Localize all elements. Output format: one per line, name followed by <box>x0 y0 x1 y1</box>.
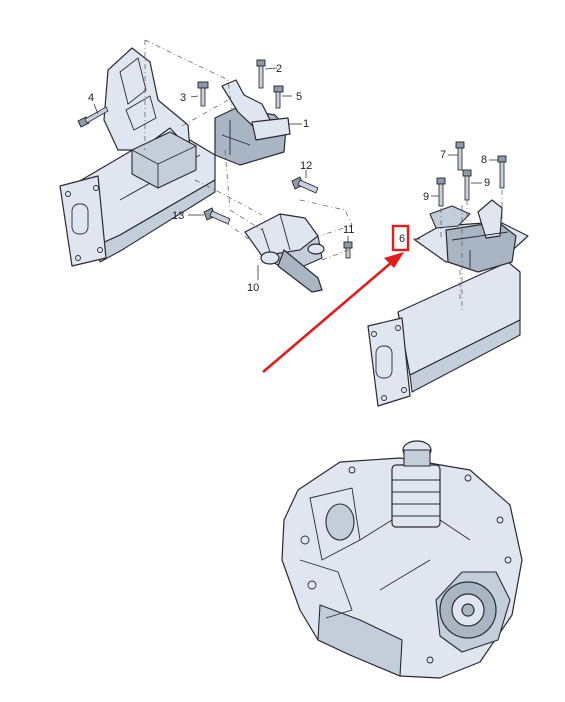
highlight-arrow-head <box>384 252 404 268</box>
engine-mount-assembly <box>214 79 291 166</box>
callout-11: 11 <box>343 224 354 236</box>
bolt-9-right <box>462 169 472 201</box>
right-side-member <box>367 261 521 407</box>
bolt-4 <box>77 106 109 128</box>
leader-lines <box>93 67 498 280</box>
callout-12: 12 <box>300 160 312 172</box>
bolt-13 <box>203 207 231 225</box>
callout-9-left: 9 <box>423 191 429 203</box>
callout-10: 10 <box>247 282 259 294</box>
bolt-11 <box>343 241 353 259</box>
callout-4: 4 <box>88 92 94 104</box>
callout-8: 8 <box>481 154 487 166</box>
callout-9-right: 9 <box>484 177 490 189</box>
bolt-3 <box>197 81 209 107</box>
assembly-guide-lines <box>144 39 503 312</box>
bolt-8 <box>497 155 507 189</box>
callout-6: 6 <box>399 233 405 245</box>
gearbox <box>281 440 523 679</box>
gearbox-mount <box>414 199 529 273</box>
pendulum-support <box>244 213 325 293</box>
bolt-2 <box>256 59 266 89</box>
callout-5: 5 <box>296 91 302 103</box>
highlight-box <box>391 224 410 252</box>
bolt-7 <box>455 141 465 171</box>
callout-1: 1 <box>303 118 309 130</box>
callout-labels: 1 2 3 4 5 6 7 8 9 9 10 11 12 13 <box>88 63 490 294</box>
callout-13: 13 <box>172 210 184 222</box>
left-side-member <box>59 47 216 267</box>
bolt-9-left <box>436 177 446 207</box>
bolt-12 <box>291 176 319 194</box>
callout-2: 2 <box>276 63 282 75</box>
bolt-5 <box>273 85 284 109</box>
highlight-annotation <box>262 224 410 373</box>
highlight-arrow-line <box>262 261 393 373</box>
callout-7: 7 <box>440 149 446 161</box>
callout-3: 3 <box>180 92 186 104</box>
